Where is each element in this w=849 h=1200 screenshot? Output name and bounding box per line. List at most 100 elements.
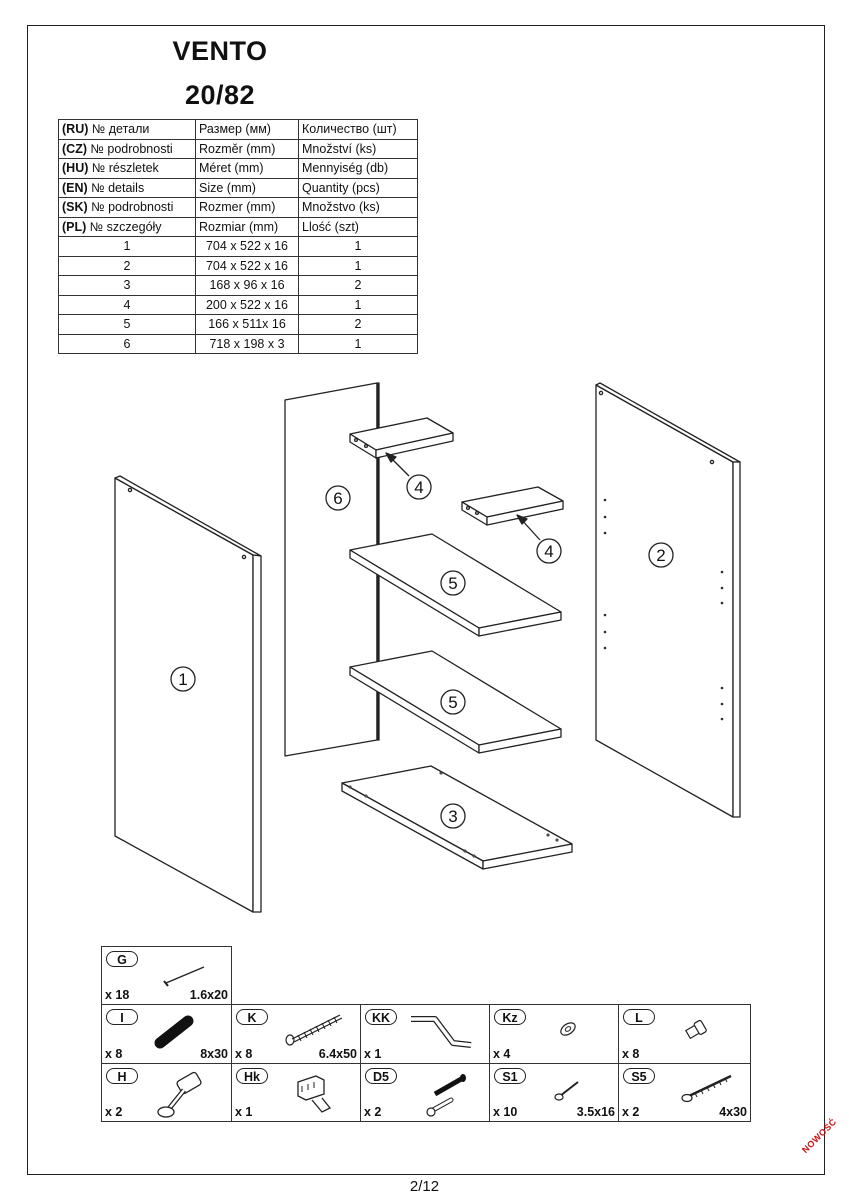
size-header: Size (mm) — [195, 177, 299, 198]
product-title: VENTO — [172, 36, 268, 66]
wooden-dowel-icon — [154, 1015, 194, 1049]
hardware-qty: x 2 — [622, 1105, 640, 1119]
callout-4-lower: 4 — [544, 542, 553, 561]
size-header: Rozmiar (mm) — [195, 216, 299, 237]
hardware-size: 6.4x50 — [318, 1047, 357, 1061]
hardware-label: L — [623, 1009, 655, 1025]
part-4-top-upper — [349, 417, 454, 459]
hardware-label: G — [106, 951, 138, 967]
small-screw-icon — [554, 1081, 579, 1101]
hardware-cell-kk: KK x 1 — [360, 1004, 490, 1064]
part-size: 718 x 198 x 3 — [195, 333, 299, 354]
lang-code: (HU) — [62, 161, 89, 176]
lang-code: (SK) — [62, 200, 88, 215]
hardware-qty: x 2 — [105, 1105, 123, 1119]
detail-header: № podrobnosti — [90, 141, 173, 156]
hardware-cell-i: I x 8 8x30 — [101, 1004, 232, 1064]
page-frame — [27, 25, 825, 1175]
wall-plug-icon — [285, 1014, 343, 1046]
table-row: (EN) № details Size (mm) Quantity (pcs) — [58, 177, 418, 198]
hardware-size: 4x30 — [719, 1105, 747, 1119]
part-qty: 2 — [298, 314, 418, 335]
product-model: 20/82 — [184, 80, 256, 110]
hanger-bracket-icon — [297, 1075, 332, 1113]
size-header: Размер (мм) — [195, 119, 299, 140]
hardware-qty: x 4 — [493, 1047, 511, 1061]
detail-header: № podrobnosti — [91, 200, 174, 215]
hardware-label: Kz — [494, 1009, 526, 1025]
hardware-label: KK — [365, 1009, 398, 1025]
hardware-label: H — [106, 1068, 138, 1084]
hardware-label: D5 — [365, 1068, 397, 1084]
nail-icon — [163, 966, 205, 987]
hardware-qty: x 8 — [105, 1047, 123, 1061]
hardware-qty: x 2 — [364, 1105, 382, 1119]
callout-3: 3 — [448, 807, 457, 826]
part-size: 704 x 522 x 16 — [195, 236, 299, 257]
part-4-arrows — [385, 452, 541, 541]
callout-6: 6 — [333, 489, 342, 508]
callout-1: 1 — [178, 670, 187, 689]
hardware-cell-d5: D5 x 2 — [360, 1063, 490, 1122]
table-row: (RU) № детали Размер (мм) Количество (шт… — [58, 119, 418, 140]
hardware-cell-h: H x 2 — [101, 1063, 232, 1122]
hardware-qty: x 10 — [493, 1105, 518, 1119]
parts-table: (RU) № детали Размер (мм) Количество (шт… — [58, 119, 418, 354]
hardware-cell-hk: Hk x 1 — [231, 1063, 361, 1122]
part-4-top-lower — [461, 486, 564, 526]
hardware-size: 1.6x20 — [189, 988, 228, 1002]
hardware-qty: x 8 — [235, 1047, 253, 1061]
qty-header: Množství (ks) — [298, 138, 418, 159]
table-row: (PL) № szczegóły Rozmiar (mm) Llość (szt… — [58, 216, 418, 237]
shelf-pin-icon — [684, 1019, 707, 1040]
part-size: 704 x 522 x 16 — [195, 255, 299, 276]
part-1-side-panel — [114, 475, 262, 913]
hardware-cell-s5: S5 x 2 4x30 — [618, 1063, 751, 1122]
qty-header: Quantity (pcs) — [298, 177, 418, 198]
hardware-cell-s1: S1 x 10 3.5x16 — [489, 1063, 619, 1122]
cap-icon — [560, 1022, 576, 1036]
hardware-label: S1 — [494, 1068, 526, 1084]
hardware-qty: x 1 — [364, 1047, 382, 1061]
callout-2: 2 — [656, 546, 665, 565]
page-number: 2/12 — [409, 1178, 440, 1195]
callout-5-lower: 5 — [448, 693, 457, 712]
hardware-label: Hk — [236, 1068, 268, 1084]
hardware-cell-l: L x 8 — [618, 1004, 751, 1064]
part-size: 166 x 511x 16 — [195, 314, 299, 335]
hardware-size: 8x30 — [200, 1047, 228, 1061]
part-qty: 1 — [298, 333, 418, 354]
detail-header: № szczegóły — [89, 219, 162, 234]
callout-4-upper: 4 — [414, 478, 423, 497]
hardware-label: K — [236, 1009, 268, 1025]
table-row: 1 704 x 522 x 16 1 — [58, 236, 418, 257]
hardware-qty: x 8 — [622, 1047, 640, 1061]
lang-code: (EN) — [62, 180, 88, 195]
hardware-qty: x 18 — [105, 988, 130, 1002]
long-screw-icon — [681, 1074, 732, 1103]
lang-code: (CZ) — [62, 141, 87, 156]
qty-header: Количество (шт) — [298, 119, 418, 140]
table-row: (SK) № podrobnosti Rozmer (mm) Množstvo … — [58, 197, 418, 218]
hardware-size: 3.5x16 — [576, 1105, 615, 1119]
hardware-qty: x 1 — [235, 1105, 253, 1119]
table-row: 4 200 x 522 x 16 1 — [58, 294, 418, 315]
detail-header: № детали — [91, 122, 150, 137]
hardware-label: S5 — [623, 1068, 655, 1084]
table-row: 6 718 x 198 x 3 1 — [58, 333, 418, 354]
part-2-side-panel — [595, 382, 741, 818]
callout-5-upper: 5 — [448, 574, 457, 593]
hardware-cell-kz: Kz x 4 — [489, 1004, 619, 1064]
hardware-cell-k: K x 8 6.4x50 — [231, 1004, 361, 1064]
part-size: 200 x 522 x 16 — [195, 294, 299, 315]
table-row: 5 166 x 511x 16 2 — [58, 314, 418, 335]
part-callouts: 1 2 3 4 4 5 5 6 — [170, 474, 674, 829]
detail-header: № részletek — [91, 161, 159, 176]
part-size: 168 x 96 x 16 — [195, 275, 299, 296]
screw-and-plug-icon — [426, 1074, 466, 1117]
table-row: 2 704 x 522 x 16 1 — [58, 255, 418, 276]
hex-key-icon — [411, 1016, 472, 1048]
lang-code: (RU) — [62, 122, 89, 137]
hardware-label: I — [106, 1009, 138, 1025]
